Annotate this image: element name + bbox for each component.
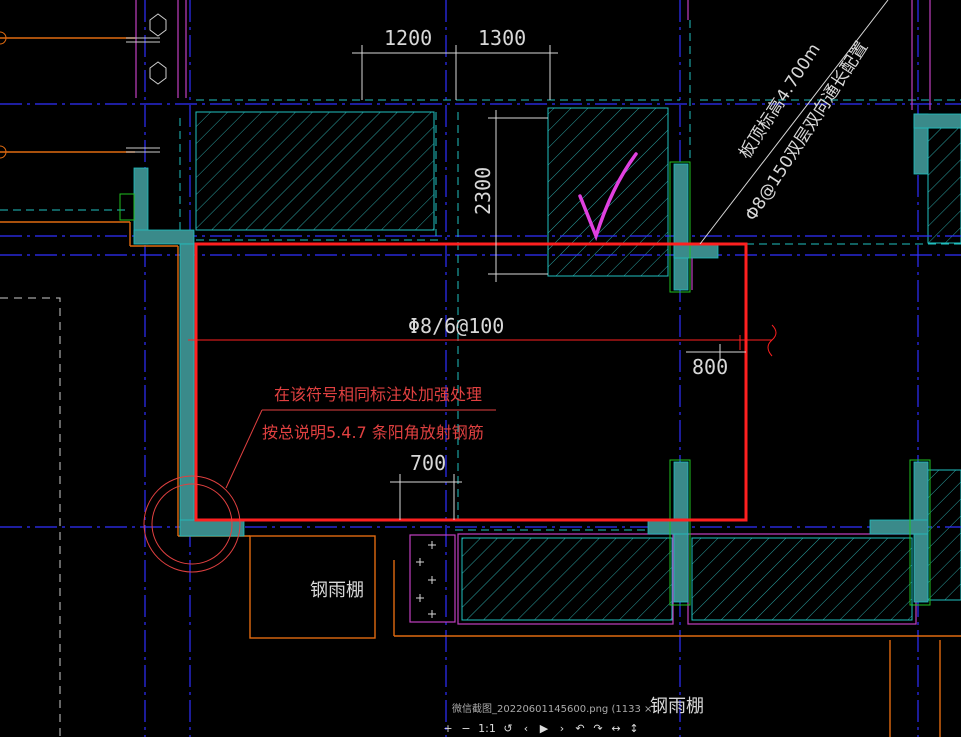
red-note-line2: 按总说明5.4.7 条阳角放射钢筋 xyxy=(262,423,484,442)
canopy-label-left: 钢雨棚 xyxy=(310,580,364,601)
note-leader xyxy=(143,409,496,573)
image-viewer-bar: 微信截图_20220601145600.png (1133 × +−1:1 ↺ ‹ ▶… xyxy=(440,696,700,737)
walls xyxy=(133,113,961,603)
previous-button[interactable]: ‹ xyxy=(523,721,529,735)
reset-button[interactable]: ↺ xyxy=(503,721,513,735)
diagonal-note-line1: 板顶标高4.700m xyxy=(735,40,824,163)
zoom-out-button[interactable]: − xyxy=(461,721,471,735)
green-outlines xyxy=(119,161,931,606)
next-button[interactable]: › xyxy=(559,721,565,735)
flip-horizontal-button[interactable]: ↔ xyxy=(611,721,621,735)
check-mark-icon xyxy=(578,152,638,242)
hatched-regions xyxy=(195,107,961,621)
play-button[interactable]: ▶ xyxy=(539,721,549,735)
dim-800-label: 800 xyxy=(692,355,728,379)
dimension-lines xyxy=(352,0,889,520)
dim-2300-label: 2300 xyxy=(471,167,495,215)
canopy-label-bottom: 钢雨棚 xyxy=(650,696,704,717)
flip-vertical-button[interactable]: ↕ xyxy=(629,721,639,735)
rebar-line xyxy=(188,324,777,357)
rebar-label: Φ8/6@100 xyxy=(408,314,504,338)
canopy-plus-marks xyxy=(416,541,436,618)
viewer-filename: 微信截图_20220601145600.png (1133 × xyxy=(452,704,653,715)
highlighted-room-box xyxy=(194,242,748,522)
white-dashed-outline xyxy=(0,297,61,737)
rotate-right-button[interactable]: ↷ xyxy=(593,721,603,735)
actual-size-button[interactable]: 1:1 xyxy=(478,721,496,735)
dim-700-label: 700 xyxy=(410,451,446,475)
red-note-line1: 在该符号相同标注处加强处理 xyxy=(274,385,482,404)
dim-1200-label: 1200 xyxy=(384,26,432,50)
dashed-beam-lines xyxy=(0,20,961,531)
zoom-in-button[interactable]: + xyxy=(443,721,453,735)
viewer-toolbar: +−1:1 ↺ ‹ ▶ › ↶ ↷ ↔ ↕ xyxy=(440,720,644,736)
column-markers xyxy=(0,13,167,159)
rotate-left-button[interactable]: ↶ xyxy=(575,721,585,735)
dim-1300-label: 1300 xyxy=(478,26,526,50)
